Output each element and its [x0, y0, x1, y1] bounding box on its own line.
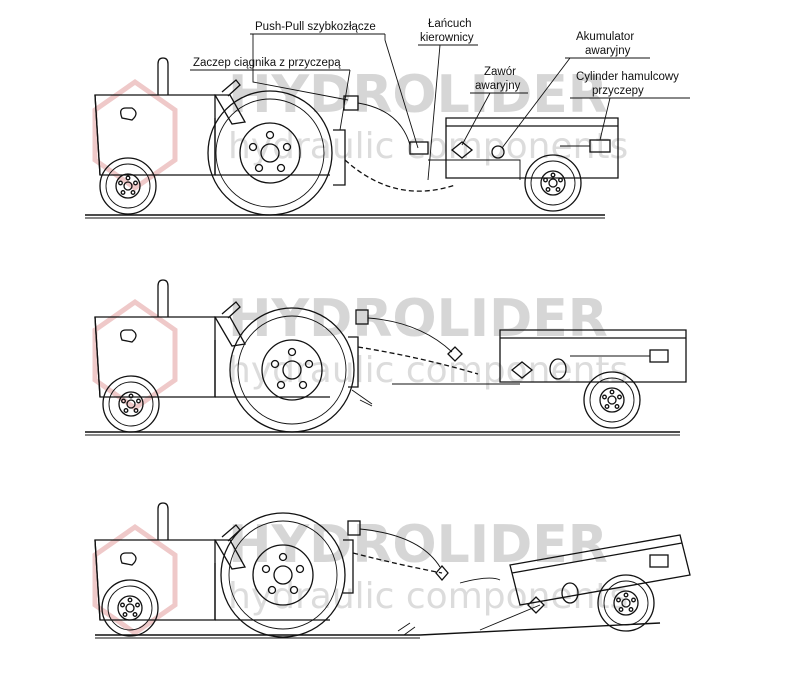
label-cylinder: Cylinder hamulcowy przyczepy: [570, 71, 690, 141]
emergency-valve-1: [450, 141, 474, 159]
watermark: HYDROLIDER hydraulic components HYDROLID…: [92, 65, 628, 637]
label-chain: Łańcuch kierownicy: [418, 18, 478, 181]
push-pull-coupler-3: [347, 520, 361, 536]
label-accumulator-line1: Akumulator: [576, 31, 634, 43]
watermark-logo-3: HYDROLIDER hydraulic components: [92, 515, 628, 637]
label-cylinder-line1: Cylinder hamulcowy: [576, 71, 679, 83]
emergency-valve-3: [527, 596, 545, 614]
trailer-2: [499, 329, 687, 383]
watermark-brand-1: HYDROLIDER: [228, 65, 608, 125]
label-push-pull: Push-Pull szybkozłącze: [250, 21, 419, 149]
label-cylinder-line2: przyczepy: [592, 85, 644, 97]
scene-detached: [94, 502, 691, 639]
watermark-brand-3: HYDROLIDER: [228, 515, 608, 575]
trailer-1: [445, 117, 619, 179]
watermark-brand-2: HYDROLIDER: [228, 289, 608, 349]
push-pull-coupler-2: [355, 309, 369, 325]
scene-coupled: Push-Pull szybkozłącze Łańcuch kierownic…: [85, 18, 690, 219]
label-accumulator-line2: awaryjny: [585, 45, 631, 57]
chain-connector-1: [409, 141, 429, 155]
label-chain-line1: Łańcuch: [428, 18, 471, 30]
label-hitch-text: Zaczep ciągnika z przyczepą: [193, 57, 341, 69]
emergency-accumulator-2: [549, 358, 567, 380]
breakaway-chain-1: [344, 159, 456, 192]
brake-cylinder-3: [649, 554, 669, 568]
watermark-tagline-2: hydraulic components: [228, 350, 628, 391]
trailer-3: [509, 534, 691, 606]
label-valve: Zawór awaryjny: [461, 66, 528, 146]
emergency-accumulator-1: [491, 145, 505, 159]
brake-cylinder-2: [649, 349, 669, 363]
label-push-pull-text: Push-Pull szybkozłącze: [255, 21, 376, 33]
watermark-tagline-3: hydraulic components: [228, 576, 628, 617]
emergency-accumulator-3: [561, 582, 579, 604]
label-accumulator: Akumulator awaryjny: [501, 31, 650, 149]
breakaway-chain-3: [352, 552, 443, 574]
label-valve-line2: awaryjny: [475, 80, 521, 92]
scene-breakaway: [85, 279, 687, 436]
watermark-logo-2: HYDROLIDER hydraulic components: [92, 289, 628, 412]
label-hitch: Zaczep ciągnika z przyczepą: [190, 57, 351, 131]
emergency-valve-2: [510, 361, 534, 379]
label-chain-line2: kierownicy: [420, 32, 474, 44]
label-valve-line1: Zawór: [484, 66, 516, 78]
